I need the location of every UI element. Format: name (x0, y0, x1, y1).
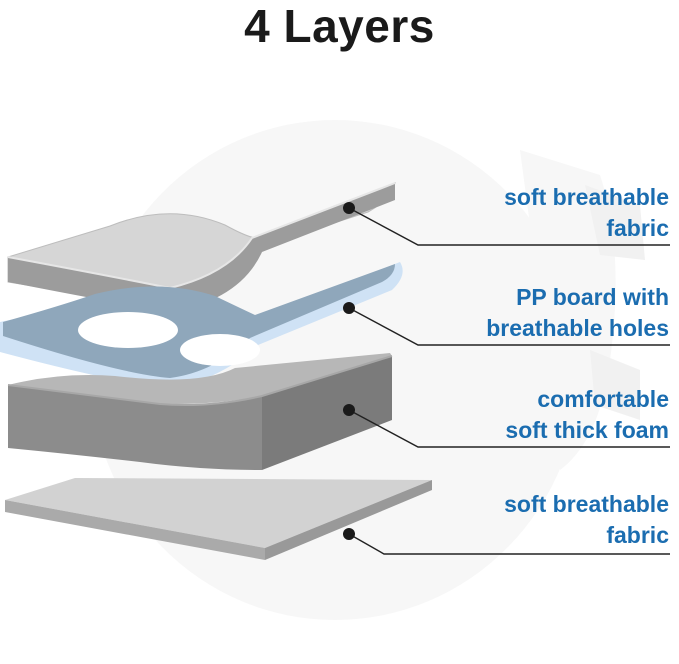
layer-3-foam-side (262, 356, 392, 470)
layer-2-hole-1 (78, 312, 178, 348)
leader-line-3 (348, 409, 670, 448)
page-title: 4 Layers (244, 0, 435, 52)
leader-dot-2 (343, 302, 355, 314)
layer-3-foam-front (8, 385, 262, 470)
layer-4-fabric-side (5, 500, 265, 560)
layer-1-fabric-side (8, 183, 395, 312)
layer-4-label-line-2: fabric (606, 522, 669, 548)
layer-2-label-line-1: PP board with (516, 284, 669, 310)
layer-2-label-line-2: breathable holes (486, 315, 669, 341)
leader-line-1 (348, 207, 670, 246)
layer-2-hole-2 (180, 334, 260, 366)
background-mask-strap (585, 185, 645, 420)
layer-4-fabric-shape (5, 478, 432, 560)
layer-2-board-top (3, 264, 395, 378)
leader-line-4 (348, 533, 670, 555)
layer-1-label-line-1: soft breathable (504, 184, 669, 210)
layer-2-pp-board-shape (0, 262, 403, 388)
leader-dot-4 (343, 528, 355, 540)
layer-3-label-line-2: soft thick foam (505, 417, 669, 443)
layer-3-label: comfortable soft thick foam (439, 384, 669, 446)
layer-1-label: soft breathable fabric (439, 182, 669, 244)
leader-dot-3 (343, 404, 355, 416)
layer-3-label-line-1: comfortable (537, 386, 669, 412)
layer-2-label: PP board with breathable holes (439, 282, 669, 344)
layer-4-label-line-1: soft breathable (504, 491, 669, 517)
layer-4-label: soft breathable fabric (439, 489, 669, 551)
layer-3-foam-shape (7, 353, 393, 470)
layer-3-foam-top (8, 353, 392, 404)
layer-4-fabric-side-right (265, 480, 432, 560)
layer-4-fabric-top (5, 478, 432, 548)
leader-line-2 (348, 307, 670, 346)
layer-1-label-line-2: fabric (606, 215, 669, 241)
leader-dot-1 (343, 202, 355, 214)
